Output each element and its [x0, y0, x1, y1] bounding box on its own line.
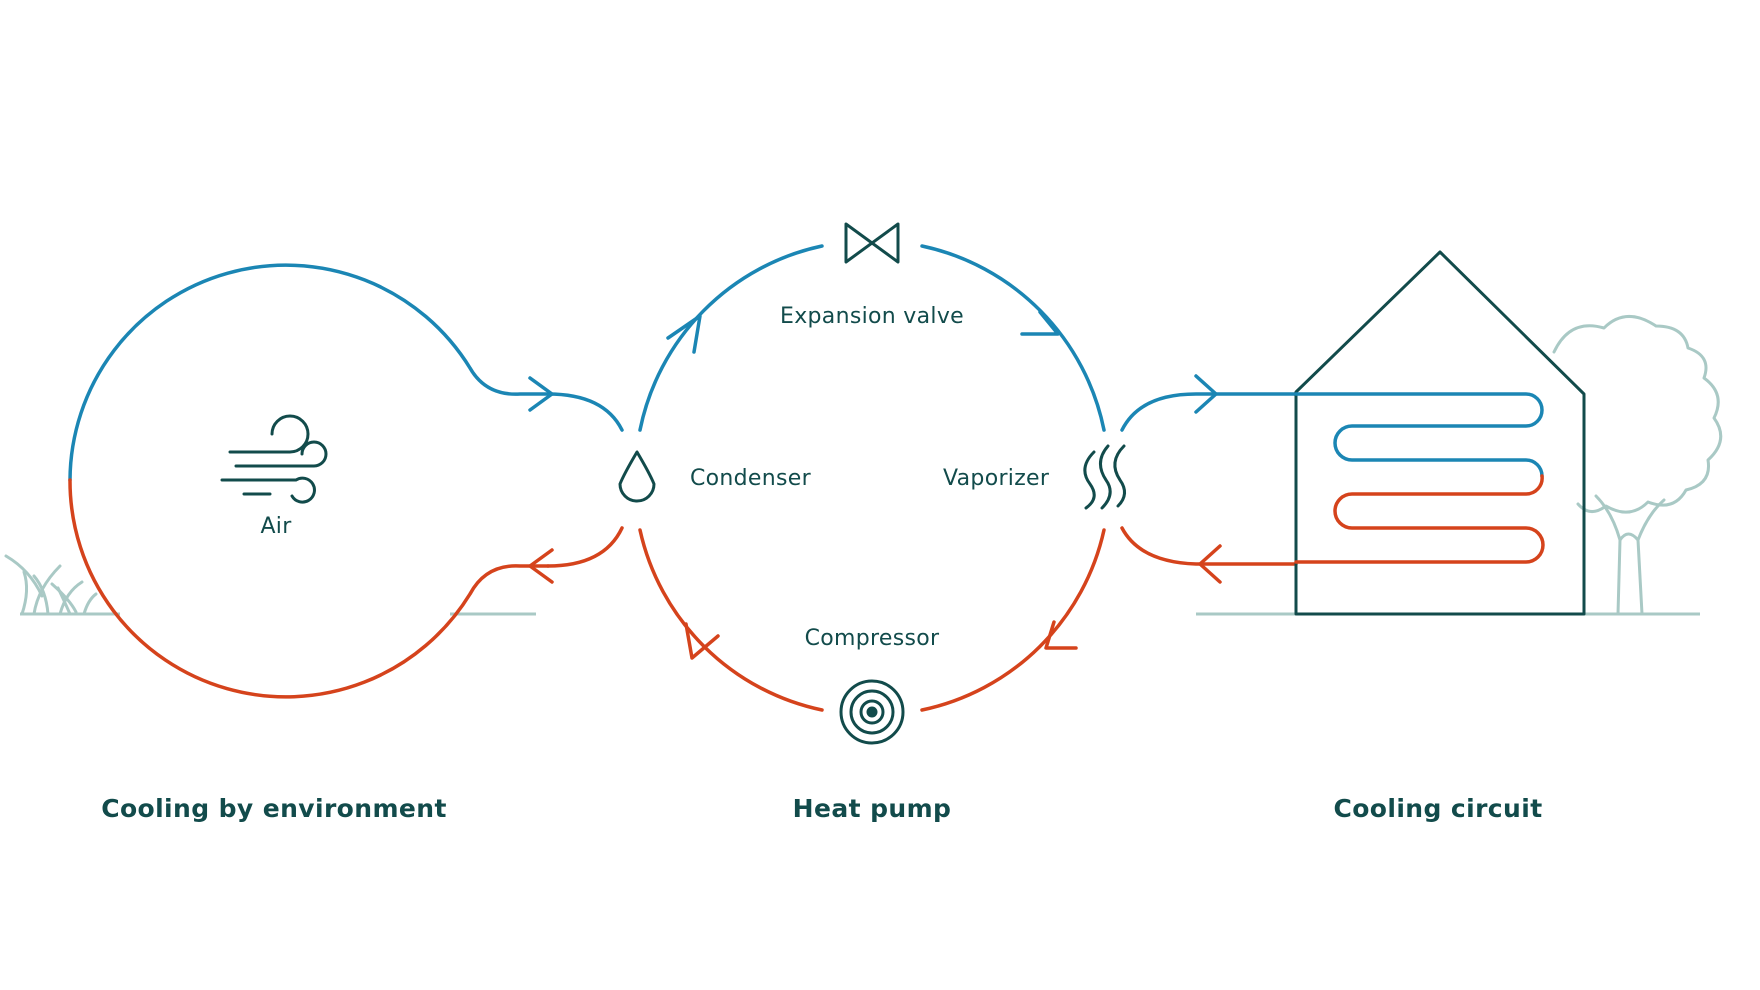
house-icon — [1294, 250, 1586, 616]
label-vaporizer: Vaporizer — [943, 466, 1050, 491]
grass-icon — [4, 554, 98, 616]
environment-link-cold — [546, 392, 624, 432]
arrow-environment-cold — [528, 376, 554, 412]
heat-pump-loop — [638, 244, 1106, 712]
section-title-cooling-circuit: Cooling circuit — [1333, 794, 1543, 823]
heat-pump-arc-cold-right — [920, 244, 1106, 432]
coil-warm — [1294, 474, 1545, 564]
environment-loop — [68, 263, 624, 699]
underfloor-coil — [1294, 392, 1545, 564]
arrow-heat-pump-cold-left — [666, 314, 702, 354]
heat-pump-arc-cold-left — [638, 244, 824, 432]
cooling-links — [1120, 374, 1298, 584]
label-air: Air — [260, 514, 292, 539]
label-condenser: Condenser — [690, 466, 811, 491]
arrow-heat-pump-warm-right — [1044, 620, 1078, 650]
arrow-cooling-warm — [1198, 544, 1222, 584]
cooling-link-cold — [1120, 392, 1298, 432]
heat-pump-arc-warm-right — [920, 528, 1106, 712]
valve-icon — [844, 222, 900, 264]
arrow-heat-pump-warm-left — [684, 622, 720, 660]
section-title-heat-pump: Heat pump — [792, 794, 952, 823]
heat-pump-arc-warm-left — [638, 528, 824, 712]
tree-icon — [1552, 315, 1723, 616]
arrow-environment-warm — [528, 548, 554, 584]
arrow-cooling-cold — [1194, 374, 1218, 414]
air-wind-icon — [220, 414, 328, 504]
environment-link-warm — [546, 526, 624, 568]
compressor-icon — [839, 679, 905, 745]
environment-loop-warm — [68, 478, 550, 699]
cooling-link-warm — [1120, 526, 1298, 566]
coil-cold — [1294, 392, 1544, 478]
arrow-heat-pump-cold-right — [1020, 310, 1060, 336]
water-drop-icon — [618, 450, 656, 503]
label-compressor: Compressor — [804, 626, 940, 651]
heat-waves-icon — [1083, 444, 1126, 510]
label-expansion-valve: Expansion valve — [780, 304, 964, 329]
environment-loop-cold — [68, 263, 550, 482]
section-title-environment: Cooling by environment — [101, 794, 447, 823]
